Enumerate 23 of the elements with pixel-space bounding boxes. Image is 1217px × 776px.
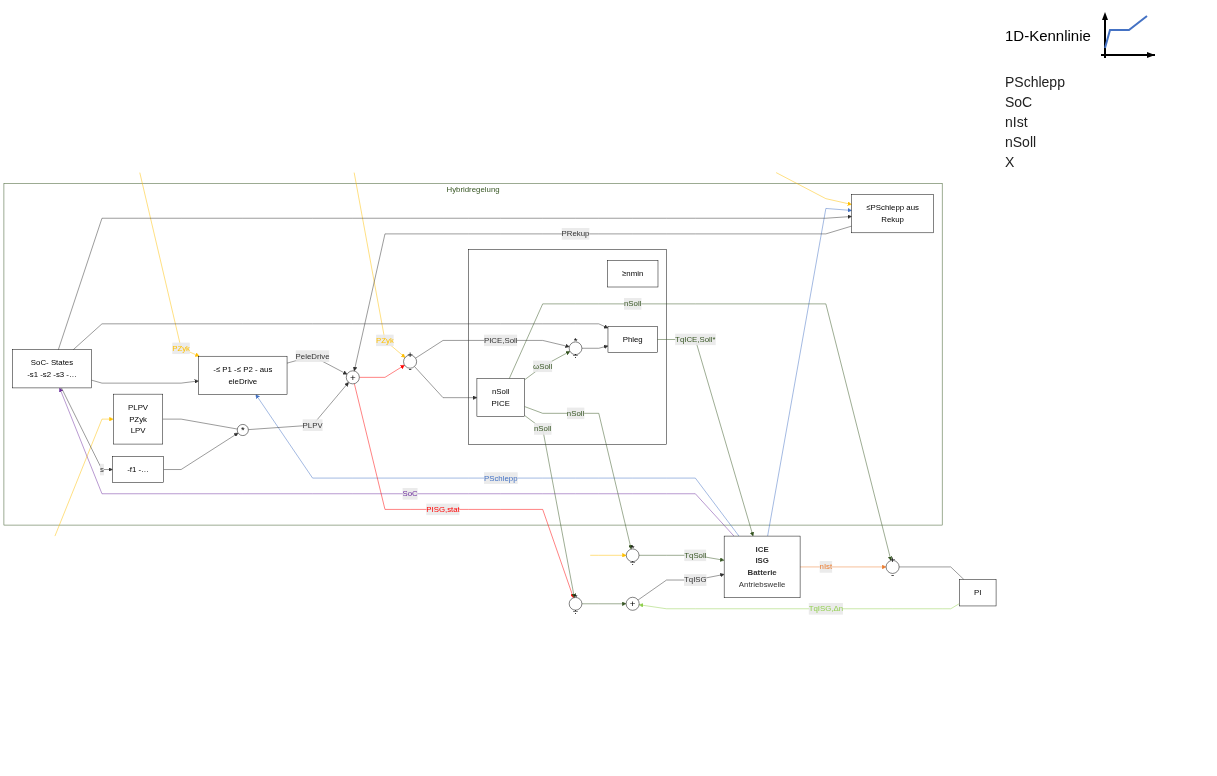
signal-label: nSoll	[1005, 134, 1038, 150]
connector	[898, 566, 965, 580]
node-circle	[568, 341, 583, 355]
node-circle	[568, 597, 583, 611]
node-circle: + -	[885, 559, 900, 574]
node-label: ÷	[572, 350, 579, 361]
signal-label: SoC	[1005, 94, 1034, 110]
node-label: ÷	[572, 605, 579, 617]
signal-label: PSchlepp	[1005, 74, 1066, 90]
connector	[162, 418, 238, 430]
node-circle: +	[625, 596, 640, 611]
node-label: *	[630, 542, 635, 554]
node-circle: + -	[403, 354, 417, 369]
node-circle	[626, 548, 640, 562]
node-label: ÷	[629, 557, 636, 568]
cluster	[468, 249, 667, 445]
node-circle: *	[237, 423, 249, 436]
node-circle: +	[346, 370, 360, 384]
node-label: *	[573, 590, 578, 602]
legend-text: 1D-Kennlinie	[1005, 26, 1091, 44]
signal-label: nIst	[1005, 114, 1029, 130]
signal-label: X	[1005, 154, 1016, 170]
node-label: *	[573, 335, 578, 347]
